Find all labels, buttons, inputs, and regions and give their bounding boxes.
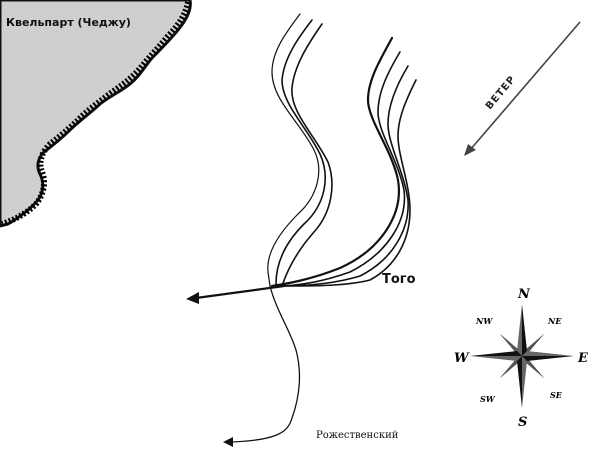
russian-track [231, 285, 301, 443]
compass-sw-label: SW [480, 394, 496, 404]
compass-south-label: S [518, 415, 527, 430]
togo-label: Того [382, 272, 416, 287]
landmass-shape [0, 0, 192, 228]
compass-cardinal-points [470, 304, 574, 408]
compass-nw-label: NW [475, 316, 493, 326]
compass-minor-points [500, 334, 544, 378]
wind-arrow-icon [469, 21, 581, 151]
japanese-track-7 [281, 23, 333, 287]
japanese-track-5 [267, 13, 320, 287]
japanese-track-3 [279, 65, 409, 287]
wind-arrowhead [464, 144, 476, 156]
compass-west-label: W [454, 351, 470, 366]
compass-north-label: N [517, 287, 531, 302]
russian-heading-arrowhead [223, 437, 233, 447]
japanese-fleet: Того [186, 13, 417, 304]
japanese-track-4 [283, 79, 417, 287]
landmass-rock-edge [1, 1, 191, 227]
japanese-track-6 [275, 19, 326, 285]
landmass-label: Квельпарт (Чеджу) [6, 16, 131, 29]
compass-se-label: SE [550, 390, 563, 400]
russian-fleet: Рожественский [223, 285, 399, 447]
japanese-track-2 [275, 51, 406, 287]
japanese-heading-line [195, 284, 285, 300]
compass-east-label: E [577, 351, 589, 366]
compass-rose-icon: N S E W NE NW SE SW [454, 287, 589, 430]
compass-ne-label: NE [547, 316, 562, 326]
japanese-heading-arrowhead [186, 292, 199, 304]
landmass: Квельпарт (Чеджу) [0, 0, 192, 228]
rozhestvensky-label: Рожественский [316, 430, 399, 441]
wind-indicator: ВЕТЕР [464, 21, 581, 156]
wind-label: ВЕТЕР [484, 74, 518, 112]
japanese-track-1 [270, 36, 400, 288]
